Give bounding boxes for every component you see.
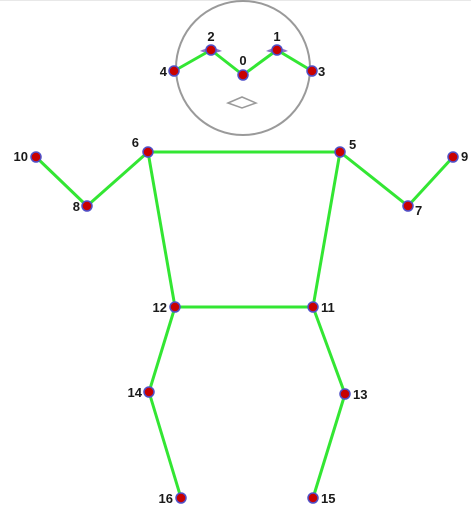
bone-1-3	[277, 50, 312, 71]
bone-6-12	[148, 152, 175, 307]
keypoint-label-4: 4	[160, 64, 168, 79]
keypoint-9	[448, 152, 458, 162]
bone-13-15	[313, 394, 345, 498]
keypoint-4	[169, 66, 179, 76]
bone-12-14	[149, 307, 175, 392]
keypoint-label-10: 10	[14, 149, 28, 164]
keypoint-label-13: 13	[353, 387, 367, 402]
keypoint-8	[82, 201, 92, 211]
keypoint-14	[144, 387, 154, 397]
keypoint-label-12: 12	[153, 300, 167, 315]
mouth-mark	[228, 97, 256, 108]
keypoint-12	[170, 302, 180, 312]
keypoint-3	[307, 66, 317, 76]
bone-11-13	[313, 307, 345, 394]
bone-5-7	[340, 152, 408, 206]
keypoint-0	[238, 70, 248, 80]
keypoint-1	[272, 45, 282, 55]
keypoint-label-14: 14	[128, 385, 143, 400]
head-outline	[176, 1, 310, 135]
keypoint-7	[403, 201, 413, 211]
keypoint-6	[143, 147, 153, 157]
bone-0-1	[243, 50, 277, 75]
keypoint-label-7: 7	[415, 203, 422, 218]
keypoint-15	[308, 493, 318, 503]
keypoint-2	[206, 45, 216, 55]
bone-4-2	[174, 50, 211, 71]
keypoint-label-11: 11	[321, 300, 335, 315]
keypoint-5	[335, 147, 345, 157]
keypoint-16	[176, 493, 186, 503]
bone-7-9	[408, 157, 453, 206]
keypoint-label-3: 3	[318, 64, 325, 79]
skeleton-keypoints	[31, 45, 458, 503]
keypoint-label-5: 5	[349, 137, 356, 152]
keypoint-10	[31, 152, 41, 162]
bone-2-0	[211, 50, 243, 75]
keypoint-label-9: 9	[461, 149, 468, 164]
keypoint-11	[308, 302, 318, 312]
keypoint-13	[340, 389, 350, 399]
bone-5-11	[313, 152, 340, 307]
keypoint-label-0: 0	[239, 53, 246, 68]
keypoint-label-6: 6	[132, 135, 139, 150]
head-figure	[176, 1, 310, 135]
bone-6-8	[87, 152, 148, 206]
keypoint-label-16: 16	[159, 491, 173, 506]
skeleton-bones	[36, 50, 453, 498]
keypoint-label-1: 1	[273, 29, 280, 44]
keypoint-label-8: 8	[73, 199, 80, 214]
keypoint-label-15: 15	[321, 491, 335, 506]
bone-14-16	[149, 392, 181, 498]
keypoint-label-2: 2	[207, 29, 214, 44]
